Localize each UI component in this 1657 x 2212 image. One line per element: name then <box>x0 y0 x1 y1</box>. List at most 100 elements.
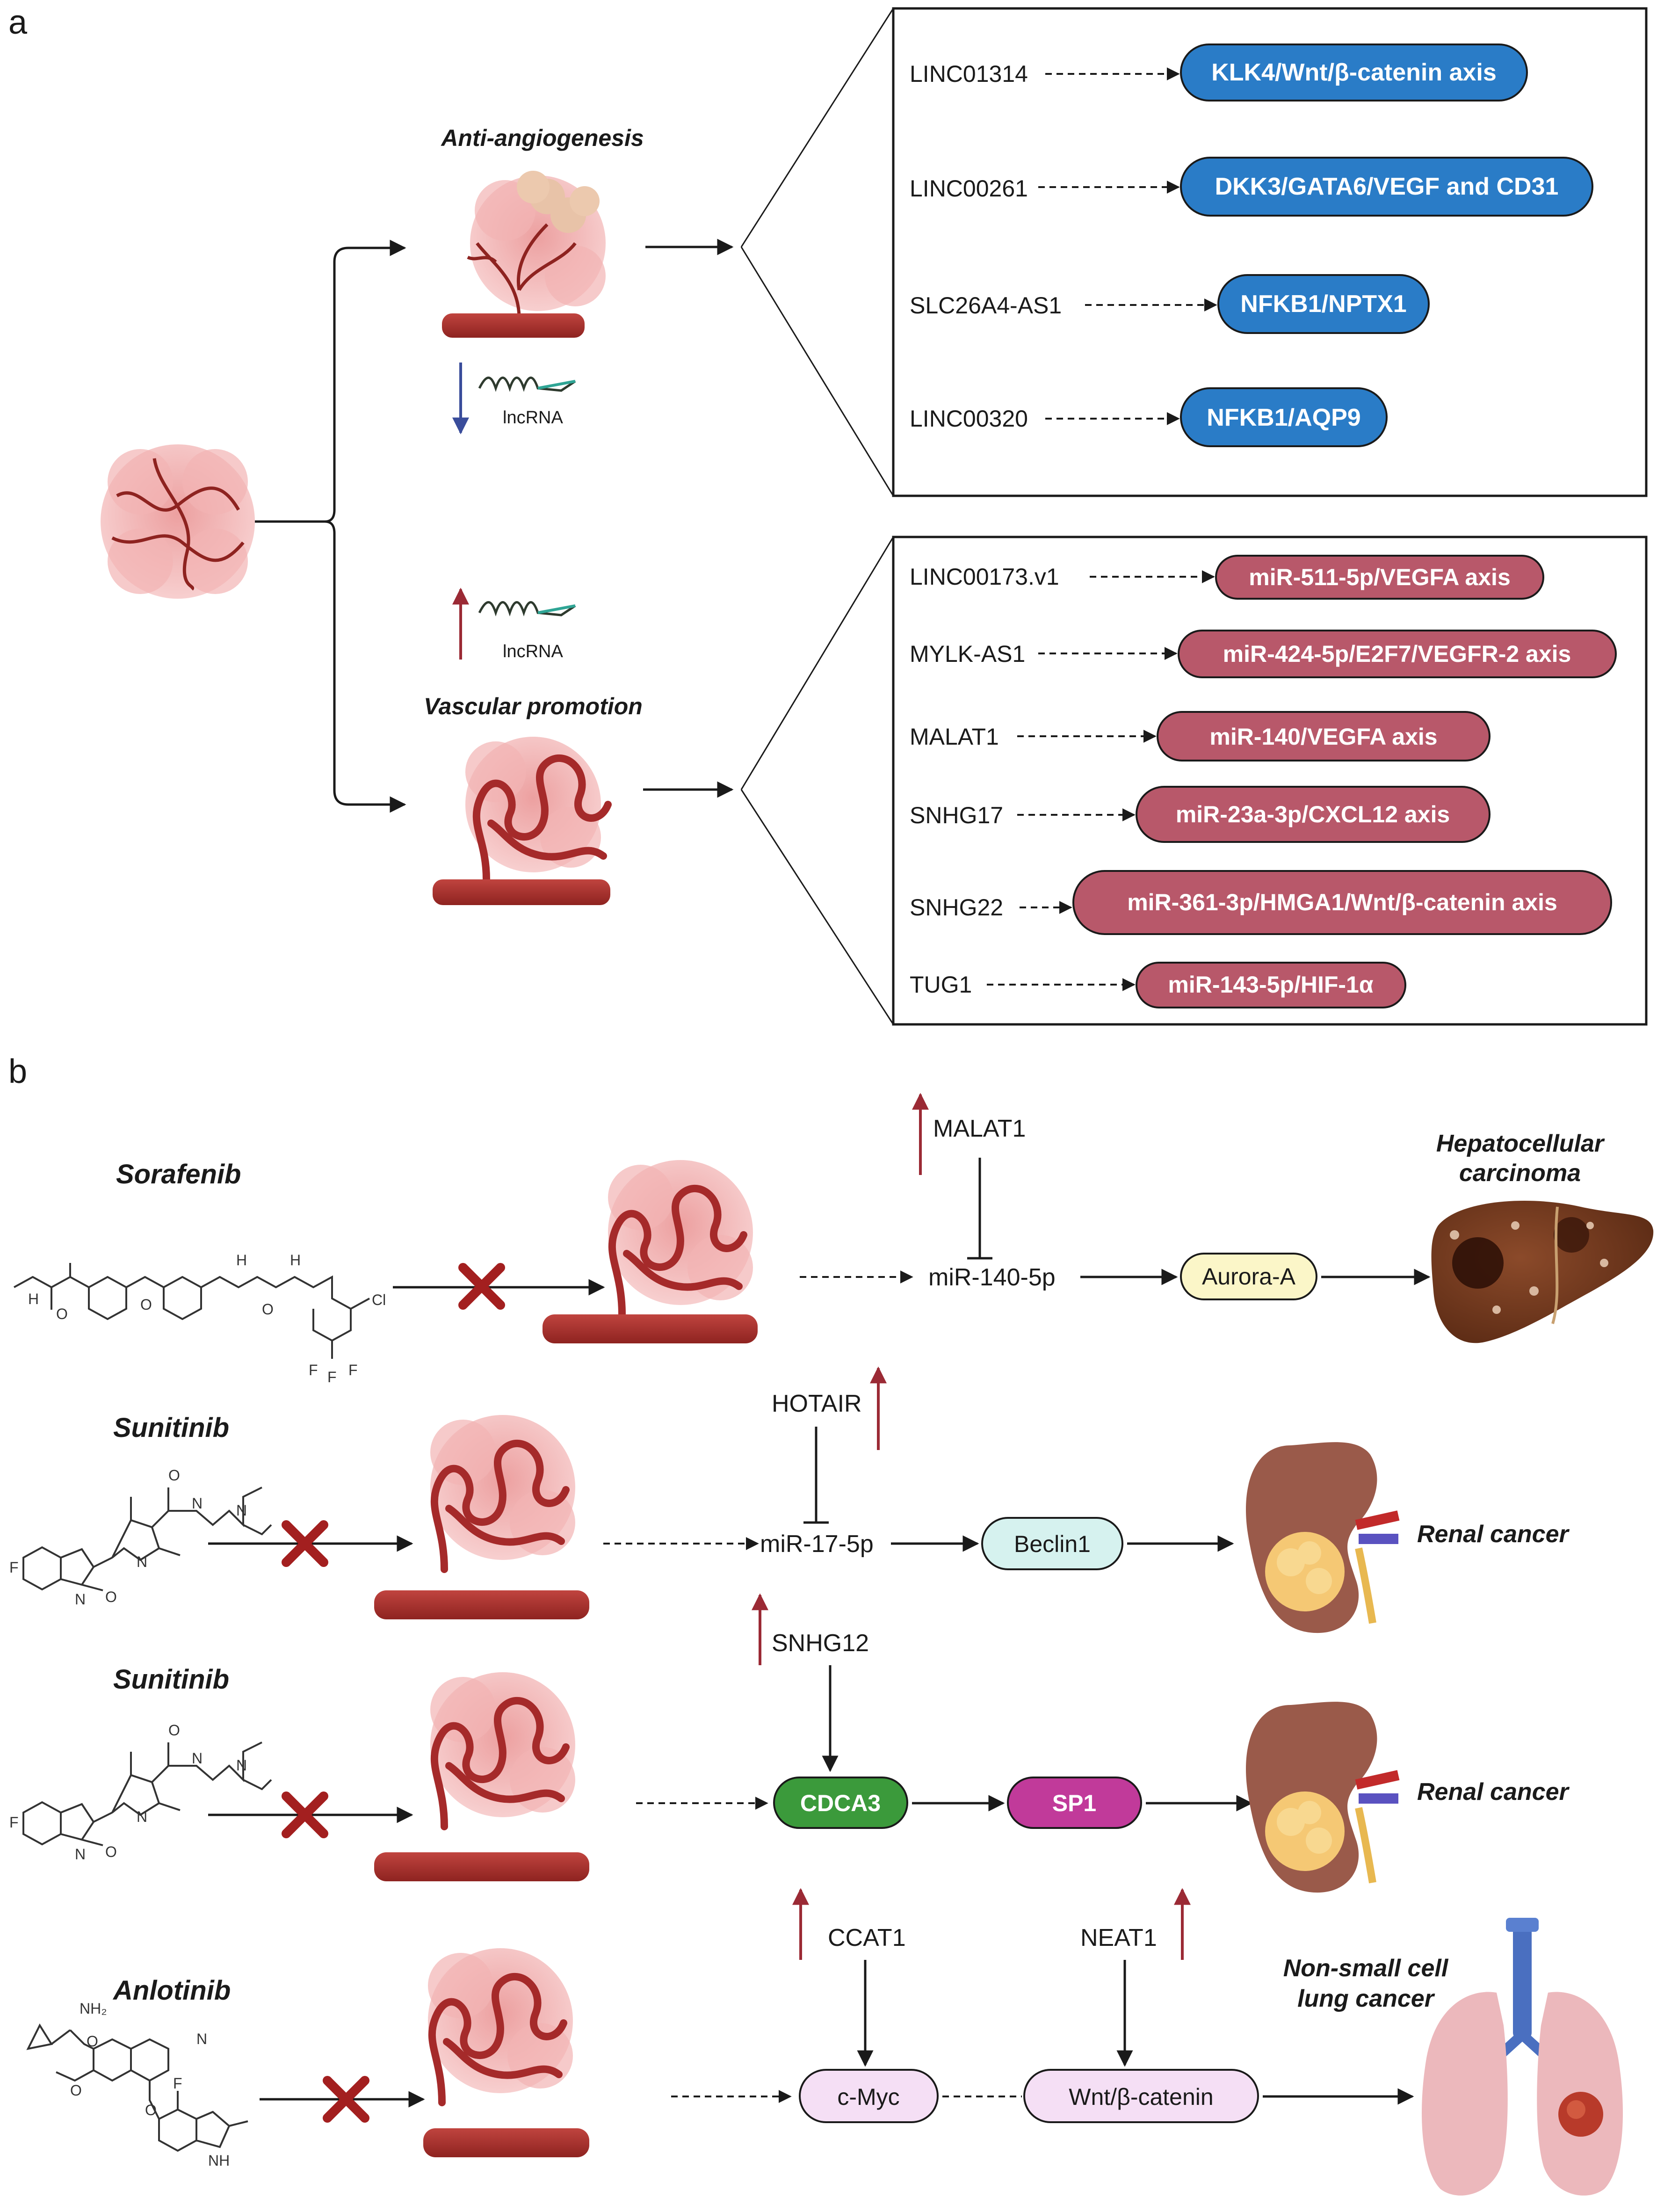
svg-text:N: N <box>137 1553 147 1570</box>
pro-lnc-label: LINC00173.v1 <box>910 564 1059 590</box>
vascular-zoom-lines <box>740 537 894 1025</box>
lncrna-ccat1-label: CCAT1 <box>828 1924 906 1951</box>
aurora-a-node <box>1180 1253 1317 1300</box>
wnt-beta-catenin-label: Wnt/β-catenin <box>1069 2084 1213 2110</box>
kidney-icon <box>1246 1442 1400 1633</box>
cancer-label-renal-2: Renal cancer <box>1417 1778 1570 1806</box>
cancer-label-renal-1: Renal cancer <box>1417 1521 1570 1548</box>
svg-text:F: F <box>348 1362 358 1378</box>
anti-target-label: NFKB1/AQP9 <box>1207 404 1360 431</box>
svg-text:F: F <box>173 2075 182 2092</box>
pro-lnc-label: SNHG17 <box>910 802 1003 828</box>
wnt-beta-catenin-node <box>1023 2069 1259 2123</box>
pro-item-tug1: TUG1 miR-143-5p/HIF-1α <box>910 962 1406 1008</box>
anti-target-pill <box>1180 157 1593 217</box>
vascular-promotion-box <box>892 536 1648 1026</box>
anti-item-linc00261: LINC00261 DKK3/GATA6/VEGF and CD31 <box>910 157 1593 217</box>
lncrna-neat1-label: NEAT1 <box>1080 1924 1157 1951</box>
beclin1-label: Beclin1 <box>1014 1531 1091 1557</box>
panel-a-branch-connector <box>255 239 406 813</box>
svg-text:N: N <box>236 1502 247 1519</box>
cancer-label-nsclc-line1: Non-small cell <box>1283 1955 1449 1982</box>
lung-icon <box>1422 1918 1623 2196</box>
sorafenib-structure-icon: H O O H H O Cl F F F <box>14 1252 386 1385</box>
mirna-140-label: miR-140-5p <box>928 1264 1056 1291</box>
svg-text:O: O <box>87 2033 98 2050</box>
liver-icon <box>1431 1201 1654 1343</box>
lncrna-tail-icon <box>537 380 576 390</box>
svg-text:N: N <box>192 1495 203 1512</box>
lncrna-hairpin-icon <box>478 601 576 616</box>
drug-label-anlotinib: Anlotinib <box>112 1975 231 2006</box>
anti-target-label: NFKB1/NPTX1 <box>1240 290 1406 318</box>
svg-text:H: H <box>290 1252 301 1269</box>
pro-target-pill <box>1178 630 1617 678</box>
svg-text:N: N <box>192 1750 203 1767</box>
pro-target-pill <box>1157 711 1491 762</box>
sunitinib-structure-icon: F N O N O N N <box>9 1467 272 1608</box>
anti-angiogenesis-title: Anti-angiogenesis <box>440 125 644 151</box>
svg-text:N: N <box>75 1591 86 1608</box>
pro-target-pill <box>1072 870 1612 935</box>
anti-zoom-lines <box>740 8 894 496</box>
anti-angiogenesis-tumor-icon <box>467 171 606 319</box>
pro-target-label: miR-361-3p/HMGA1/Wnt/β-catenin axis <box>1127 889 1557 915</box>
sp1-label: SP1 <box>1052 1790 1097 1816</box>
svg-text:NH: NH <box>208 2152 230 2169</box>
inhibit-x-icon <box>282 1520 328 1567</box>
pro-target-pill <box>1215 555 1544 600</box>
pro-target-label: miR-511-5p/VEGFA axis <box>1249 564 1511 590</box>
pro-target-label: miR-143-5p/HIF-1α <box>1168 972 1373 998</box>
pro-lnc-label: MYLK-AS1 <box>910 641 1025 667</box>
tumor-vessel-icon <box>374 1415 589 1619</box>
svg-text:N: N <box>75 1846 86 1863</box>
anti-angiogenesis-box <box>892 7 1648 497</box>
mirna-17-label: miR-17-5p <box>760 1530 874 1558</box>
anti-item-linc01314: LINC01314 KLK4/Wnt/β-catenin axis <box>910 44 1528 102</box>
anti-target-pill <box>1180 387 1388 447</box>
svg-text:O: O <box>262 1301 274 1318</box>
inhibit-x-icon <box>458 1263 505 1310</box>
lncrna-hotair-label: HOTAIR <box>772 1390 862 1417</box>
central-tumor-icon <box>101 444 255 599</box>
svg-text:F: F <box>327 1369 337 1385</box>
cancer-label-nsclc-line2: lung cancer <box>1297 1985 1435 2012</box>
anti-target-label: DKK3/GATA6/VEGF and CD31 <box>1215 173 1559 200</box>
svg-text:NH₂: NH₂ <box>80 2000 107 2017</box>
inhibit-x-icon <box>323 2076 369 2123</box>
sunitinib-structure-icon: F N O N O N N <box>9 1722 272 1863</box>
svg-text:H: H <box>236 1252 247 1269</box>
vascular-promotion-tumor-icon <box>465 737 612 883</box>
svg-text:O: O <box>168 1467 180 1484</box>
svg-text:O: O <box>168 1722 180 1739</box>
panel-b-label: b <box>8 1053 27 1090</box>
drug-label-sunitinib-1: Sunitinib <box>113 1413 229 1443</box>
anti-item-linc00320: LINC00320 NFKB1/AQP9 <box>910 387 1388 447</box>
cmyc-label: c-Myc <box>837 2084 899 2110</box>
lncrna-down-label: lncRNA <box>503 408 563 428</box>
anti-target-pill <box>1217 274 1430 334</box>
pro-lnc-label: MALAT1 <box>910 724 999 750</box>
drug-label-sorafenib: Sorafenib <box>116 1159 241 1189</box>
vascular-promotion-title: Vascular promotion <box>424 693 643 719</box>
inhibit-x-icon <box>282 1791 328 1838</box>
pro-lnc-label: SNHG22 <box>910 894 1003 921</box>
lncrna-tail-icon <box>537 604 576 614</box>
svg-text:H: H <box>28 1291 39 1307</box>
anti-lnc-label: LINC00320 <box>910 406 1028 432</box>
panel-a-label: a <box>8 4 28 41</box>
tumor-vessel-icon <box>543 1160 758 1343</box>
anti-item-slc26a4-as1: SLC26A4-AS1 NFKB1/NPTX1 <box>910 274 1430 334</box>
svg-text:O: O <box>140 1296 152 1313</box>
svg-text:O: O <box>70 2082 82 2099</box>
svg-text:O: O <box>105 1588 117 1605</box>
lncrna-hairpin-icon <box>478 377 576 392</box>
cmyc-node <box>799 2069 939 2123</box>
svg-text:F: F <box>309 1362 318 1378</box>
cdca3-node <box>773 1777 908 1829</box>
pro-item-malat1: MALAT1 miR-140/VEGFA axis <box>910 711 1491 762</box>
pro-item-mylk-as1: MYLK-AS1 miR-424-5p/E2F7/VEGFR-2 axis <box>910 630 1617 678</box>
anti-target-pill <box>1180 44 1528 102</box>
pro-target-label: miR-23a-3p/CXCL12 axis <box>1176 801 1450 827</box>
pro-target-pill <box>1136 962 1406 1008</box>
